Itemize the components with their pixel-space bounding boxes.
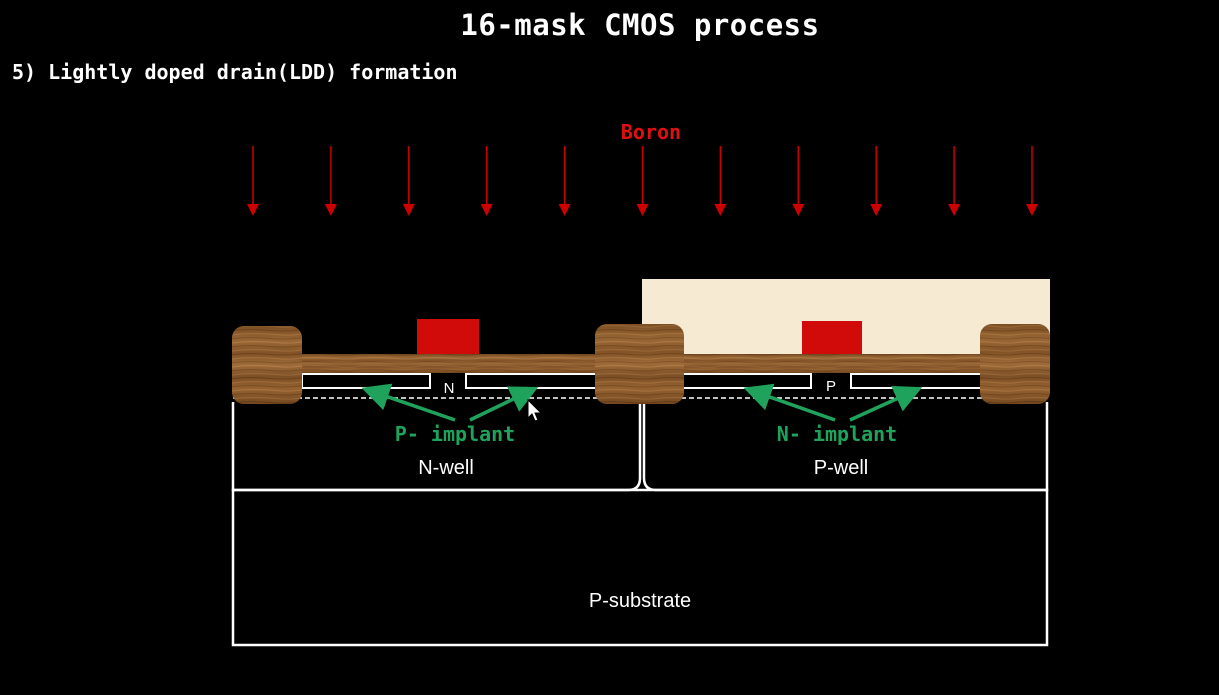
- n-channel-label: N: [444, 380, 455, 397]
- n-implant-label: N- implant: [777, 422, 897, 446]
- p-implant-pointer-right: [469, 386, 539, 422]
- p-well-outline: [642, 402, 1049, 492]
- n-well-label: N-well: [418, 457, 474, 479]
- pmos-ldd-right: [465, 373, 597, 389]
- p-implant-pointer-left: [361, 383, 456, 422]
- n-implant-pointer-right: [849, 385, 923, 422]
- p-implant-label: P- implant: [395, 422, 515, 446]
- nmos-gate: [802, 321, 862, 354]
- field-oxide-right: [980, 324, 1050, 404]
- implant-arrows: [247, 146, 1038, 216]
- n-implant-pointer-left: [743, 383, 836, 422]
- p-channel-label: P: [826, 378, 836, 395]
- p-substrate-outline: [231, 488, 1049, 647]
- p-well-label: P-well: [814, 457, 868, 479]
- slide-title: 16-mask CMOS process: [460, 8, 820, 42]
- boron-label: Boron: [621, 120, 681, 144]
- field-oxide-left: [232, 326, 302, 404]
- pmos-ldd-left: [301, 373, 431, 389]
- mouse-cursor-icon: [527, 398, 543, 422]
- p-substrate-label: P-substrate: [589, 590, 691, 612]
- pmos-gate: [417, 319, 479, 354]
- nmos-ldd-right: [850, 373, 982, 389]
- field-oxide-center: [595, 324, 684, 404]
- slide-subtitle: 5) Lightly doped drain(LDD) formation: [12, 60, 458, 84]
- n-well-outline: [231, 402, 642, 492]
- nmos-ldd-left: [682, 373, 812, 389]
